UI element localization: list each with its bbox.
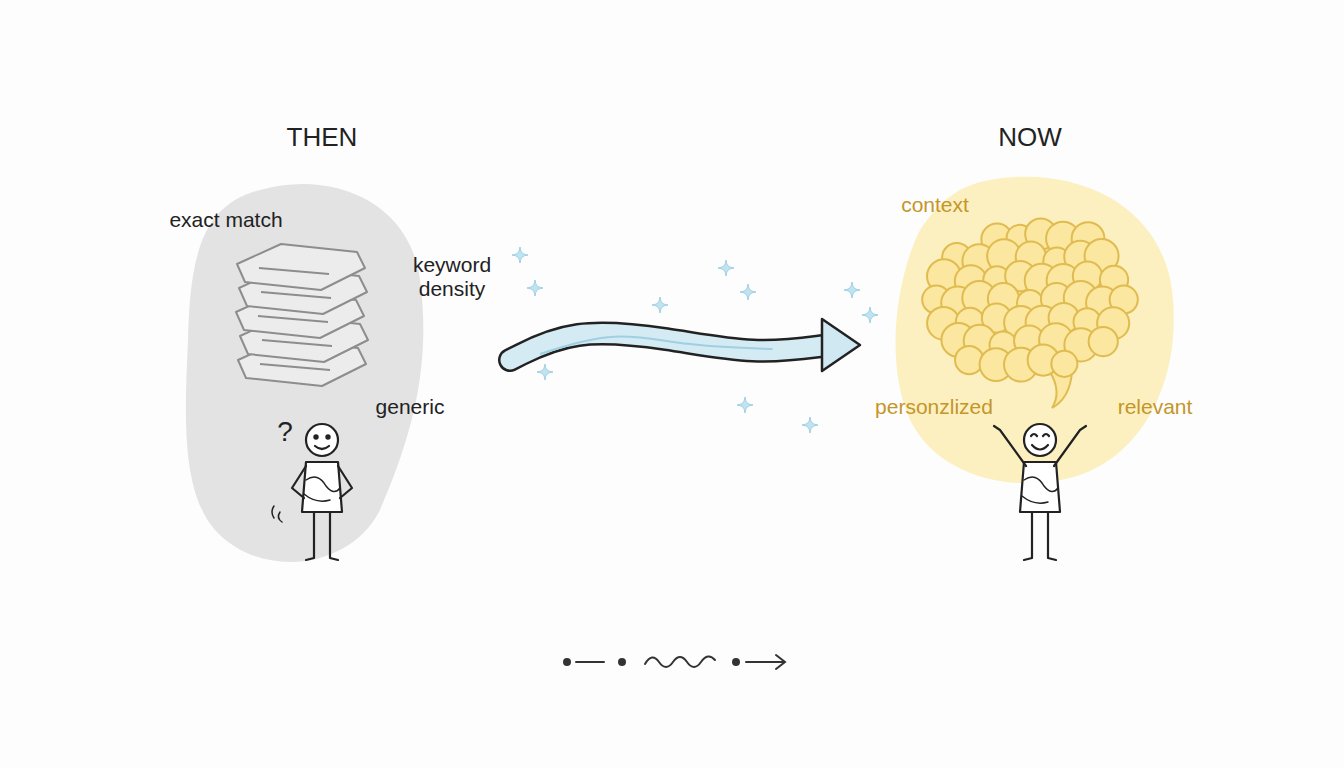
brain-lobe bbox=[1049, 303, 1079, 333]
feature-label: personzlized bbox=[875, 395, 993, 419]
arrow-body bbox=[510, 333, 830, 360]
feature-label: relevant bbox=[1118, 395, 1193, 419]
brain-lobe bbox=[1028, 344, 1059, 375]
brain-lobe bbox=[987, 239, 1021, 273]
brain-lobe bbox=[927, 307, 960, 340]
brain-lobe bbox=[941, 323, 975, 357]
brain-lobe bbox=[1026, 306, 1060, 340]
feature-label: context bbox=[901, 193, 969, 217]
feature-label: keyword density bbox=[392, 253, 512, 301]
brain-lobe bbox=[942, 243, 971, 272]
brain-lobe bbox=[1085, 239, 1119, 273]
brain-stem bbox=[1050, 372, 1072, 408]
brain-illustration bbox=[922, 218, 1138, 408]
blob-outline bbox=[140, 110, 510, 580]
brain-lobe bbox=[982, 303, 1011, 332]
brain-lobe bbox=[941, 287, 974, 320]
brain-lobe bbox=[988, 283, 1019, 314]
brain-lobe bbox=[983, 266, 1010, 293]
brain-lobe bbox=[1064, 328, 1097, 361]
brain-lobe bbox=[1100, 266, 1128, 294]
brain-lobe bbox=[1110, 285, 1138, 313]
brain-lobe bbox=[955, 265, 987, 297]
brain-lobe bbox=[1051, 351, 1077, 377]
region-blob: NOW context personzlized relevant bbox=[860, 110, 1230, 580]
brain-lobe bbox=[1004, 306, 1037, 339]
brain-lobe bbox=[980, 348, 1013, 381]
brain-lobe bbox=[990, 331, 1017, 358]
brain-lobe bbox=[1041, 283, 1072, 314]
brain-lobe bbox=[1089, 327, 1118, 356]
brain-lobe bbox=[1047, 264, 1080, 297]
brain-lobe bbox=[1014, 326, 1044, 356]
brain-lobe bbox=[1004, 348, 1038, 382]
blob-outline bbox=[860, 110, 1230, 580]
section-heading: THEN bbox=[287, 123, 358, 153]
brain-lobe bbox=[927, 259, 961, 293]
brain-lobe bbox=[1016, 242, 1046, 272]
arrow-outline bbox=[510, 333, 830, 360]
sparkles bbox=[512, 247, 878, 433]
blob-fill bbox=[896, 177, 1174, 484]
brain-lobe bbox=[1007, 225, 1033, 251]
brain-lobe bbox=[962, 244, 995, 277]
arrow-swirl bbox=[540, 336, 773, 354]
arrow-head bbox=[822, 319, 860, 371]
question-mark: ? bbox=[277, 416, 293, 448]
brain-lobe bbox=[922, 285, 950, 313]
brain-lobe bbox=[1017, 290, 1043, 316]
happy-figure bbox=[994, 424, 1086, 560]
brain-lobe bbox=[1046, 222, 1080, 256]
brain-lobe bbox=[1072, 222, 1105, 255]
brain-lobe bbox=[981, 224, 1012, 255]
brain-lobe bbox=[1025, 264, 1059, 298]
squiggle-arrow bbox=[564, 655, 785, 669]
brain-lobe bbox=[956, 308, 984, 336]
blob-fill bbox=[186, 184, 423, 562]
brain-lobe bbox=[1097, 307, 1129, 339]
brain-lobe bbox=[1074, 308, 1101, 335]
flow-arrow bbox=[510, 319, 860, 371]
card-stack bbox=[236, 244, 368, 386]
brain-lobe bbox=[1064, 241, 1096, 273]
feature-label: exact match bbox=[169, 208, 282, 232]
brain-lobe bbox=[962, 281, 996, 315]
brain-lobe bbox=[1043, 247, 1070, 274]
section-heading: NOW bbox=[998, 123, 1062, 153]
brain-lobe bbox=[1086, 287, 1119, 320]
brain-lobe bbox=[964, 325, 996, 357]
feature-label: generic bbox=[376, 395, 445, 419]
region-blob: THEN exact match keyword density generic bbox=[140, 110, 510, 580]
brain-lobe bbox=[1039, 323, 1073, 357]
brain-lobe bbox=[1073, 261, 1102, 290]
brain-lobe bbox=[955, 346, 983, 374]
brain-lobe bbox=[1025, 218, 1056, 249]
brain-lobe bbox=[1064, 281, 1098, 315]
brain-lobe bbox=[1005, 261, 1035, 291]
